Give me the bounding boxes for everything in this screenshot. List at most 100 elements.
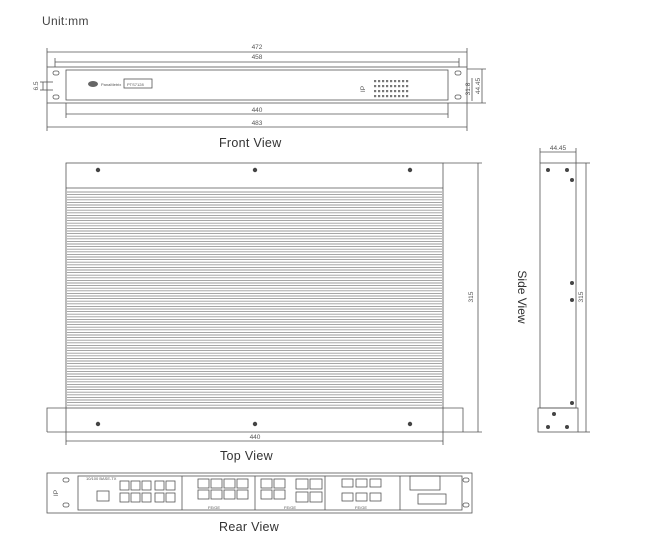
front-view-label: Front View <box>219 136 282 150</box>
led-indicator <box>374 95 377 98</box>
rear-module-label-2: FE/GE <box>208 505 220 510</box>
rear-panel-outline <box>46 472 473 514</box>
network-port <box>341 492 354 502</box>
led-matrix <box>374 80 409 98</box>
led-indicator <box>390 85 393 88</box>
led-indicator <box>378 80 381 83</box>
network-port <box>369 478 382 488</box>
side-flange-outline <box>537 407 579 433</box>
front-panel-outline <box>46 66 468 104</box>
led-indicator <box>382 95 385 98</box>
dim-front-bottom-overall: 483 <box>252 120 263 127</box>
dim-front-bottom-inner: 440 <box>252 107 263 114</box>
led-indicator <box>382 80 385 83</box>
brand-logo-icon <box>88 81 98 87</box>
network-port <box>236 478 249 489</box>
network-port <box>197 489 210 500</box>
rear-view-label: Rear View <box>219 520 280 534</box>
network-port <box>355 478 368 488</box>
led-indicator <box>378 90 381 93</box>
network-port <box>260 478 273 489</box>
ear-hole-left-top <box>52 70 60 76</box>
network-port <box>119 480 130 491</box>
network-port <box>341 478 354 488</box>
network-port <box>223 478 236 489</box>
dim-top-width: 440 <box>250 434 261 441</box>
front-brand-text: PanaMetrix <box>101 82 121 87</box>
side-chassis-outline <box>539 162 577 409</box>
led-indicator <box>386 90 389 93</box>
ear-hole-left-bottom <box>52 94 60 100</box>
network-port <box>210 489 223 500</box>
network-port <box>154 480 165 491</box>
network-port <box>197 478 210 489</box>
led-indicator <box>398 85 401 88</box>
led-indicator <box>406 90 409 93</box>
led-indicator <box>386 95 389 98</box>
led-indicator <box>402 85 405 88</box>
led-indicator <box>394 90 397 93</box>
rear-side-text: IP <box>53 490 60 496</box>
led-indicator <box>390 95 393 98</box>
led-indicator <box>374 90 377 93</box>
top-screws <box>95 167 413 427</box>
network-port <box>309 491 323 503</box>
network-port <box>119 492 130 503</box>
led-indicator <box>402 90 405 93</box>
network-port <box>309 478 323 490</box>
network-port <box>130 492 141 503</box>
network-port <box>260 489 273 500</box>
led-indicator <box>374 80 377 83</box>
network-port <box>355 492 368 502</box>
dim-side-height: 44.45 <box>550 145 567 152</box>
network-port <box>130 480 141 491</box>
led-indicator <box>382 85 385 88</box>
network-port <box>210 478 223 489</box>
network-port <box>165 480 176 491</box>
network-port <box>154 492 165 503</box>
model-plate <box>123 78 153 89</box>
network-port <box>236 489 249 500</box>
dim-front-overall-top: 472 <box>252 44 263 51</box>
led-indicator <box>386 85 389 88</box>
rear-ports <box>96 475 447 505</box>
dim-side-depth: 315 <box>578 291 585 302</box>
led-indicator <box>406 80 409 83</box>
dim-front-height-overall: 44.45 <box>475 77 482 94</box>
ear-hole-right-top <box>454 70 462 76</box>
network-port <box>409 475 441 491</box>
led-indicator <box>402 80 405 83</box>
led-indicator <box>386 80 389 83</box>
network-port <box>417 493 447 505</box>
led-indicator <box>402 95 405 98</box>
front-side-text: IP <box>360 86 367 92</box>
top-view-drawing <box>46 162 482 445</box>
led-indicator <box>390 80 393 83</box>
led-indicator <box>406 85 409 88</box>
led-indicator <box>378 85 381 88</box>
network-port <box>96 490 110 502</box>
top-view-label: Top View <box>220 449 273 463</box>
network-port <box>295 478 309 490</box>
led-indicator <box>374 85 377 88</box>
top-chassis-outline <box>65 162 444 409</box>
dim-front-height-inner: 31.8 <box>465 82 472 95</box>
ear-hole-right-bottom <box>454 94 462 100</box>
network-port <box>369 492 382 502</box>
led-indicator <box>394 80 397 83</box>
front-panel-inner <box>65 69 449 101</box>
rear-module-label-4: FE/GE <box>355 505 367 510</box>
rear-view-drawing <box>46 472 473 514</box>
side-screws <box>546 168 574 429</box>
dimension-texts: 472 458 440 483 6.5 31.8 44.45 PanaMetri… <box>33 44 585 510</box>
network-port <box>295 491 309 503</box>
dim-front-inner-top: 458 <box>252 54 263 61</box>
side-view-drawing <box>537 148 590 433</box>
rear-module-label-3: FE/GE <box>284 505 296 510</box>
network-port <box>273 478 286 489</box>
unit-label: Unit:mm <box>42 14 89 28</box>
network-port <box>223 489 236 500</box>
led-indicator <box>390 90 393 93</box>
network-port <box>165 492 176 503</box>
